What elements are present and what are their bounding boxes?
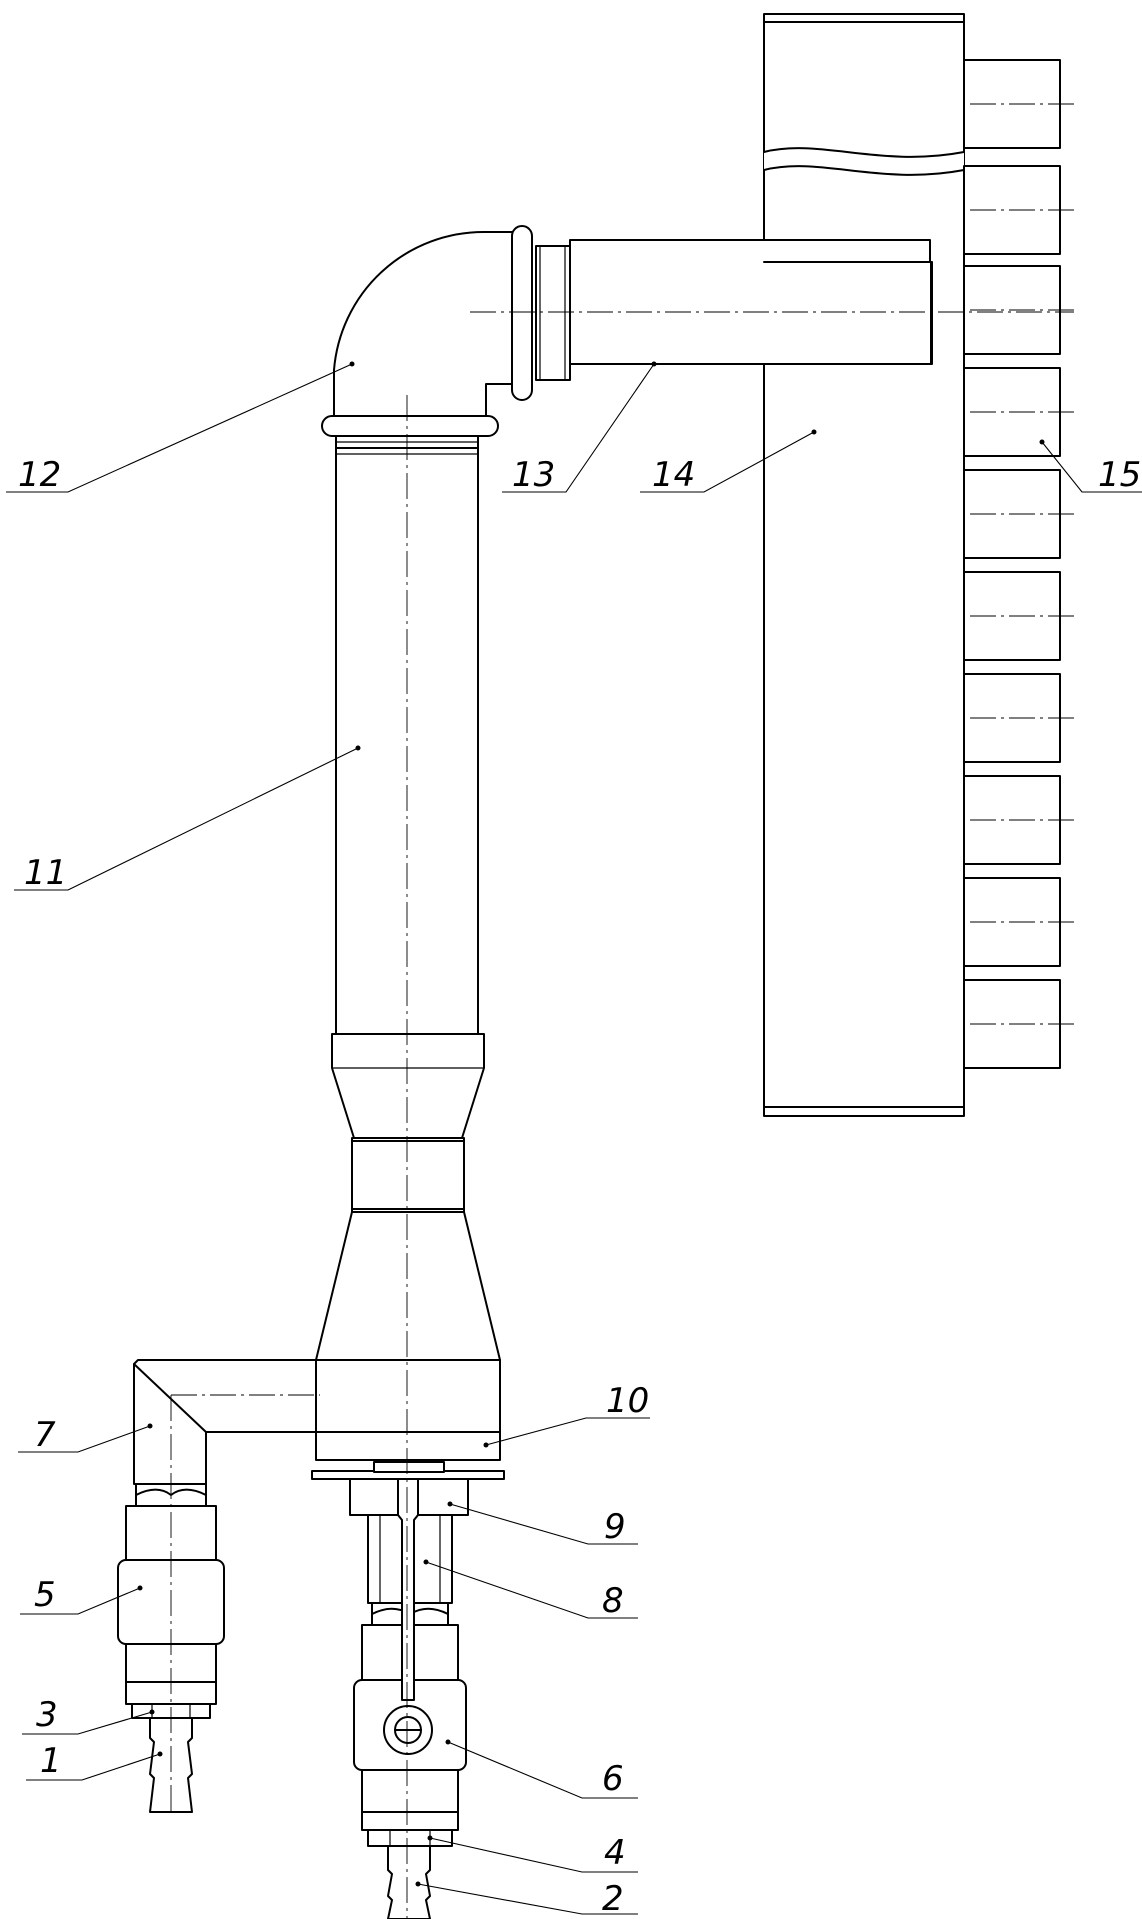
reducer-lower (315, 1211, 501, 1361)
callout-9: 9 (447, 1501, 638, 1547)
callout-6: 6 (445, 1739, 638, 1799)
callout-number: 12 (18, 455, 61, 495)
pipe-elbow (321, 225, 533, 437)
center-lines (170, 311, 1074, 1919)
callouts: 12 13 14 15 11 10 7 (6, 361, 1142, 1919)
callout-number: 9 (604, 1507, 626, 1547)
callout-14: 14 (640, 429, 817, 495)
callout-15: 15 (1039, 439, 1142, 495)
right-hose-barb (387, 1845, 431, 1919)
inlet-tee-pipe (535, 239, 933, 381)
callout-5: 5 (20, 1575, 143, 1615)
outlet-nozzles (963, 59, 1076, 1069)
callout-7: 7 (18, 1415, 153, 1455)
callout-2: 2 (415, 1879, 638, 1919)
callout-4: 4 (427, 1833, 638, 1873)
side-branch-pipe (133, 1359, 317, 1485)
callout-number: 10 (606, 1381, 649, 1421)
callout-10: 10 (483, 1381, 650, 1448)
callout-number: 15 (1098, 455, 1141, 495)
callout-number: 5 (34, 1575, 56, 1615)
manifold-body (763, 13, 965, 1117)
callout-8: 8 (423, 1559, 638, 1621)
right-ball-valve (353, 1478, 467, 1831)
callout-number: 6 (602, 1759, 624, 1799)
callout-number: 2 (602, 1879, 624, 1919)
callout-number: 3 (36, 1695, 58, 1735)
reducer-upper (331, 1033, 485, 1139)
callout-number: 4 (604, 1833, 626, 1873)
callout-1: 1 (26, 1741, 163, 1781)
callout-number: 7 (34, 1415, 56, 1455)
coupling-ring (351, 1137, 465, 1213)
right-nut (367, 1829, 453, 1847)
callout-number: 11 (24, 853, 67, 893)
base-collar (311, 1359, 505, 1480)
callout-number: 1 (40, 1741, 62, 1781)
callout-number: 8 (602, 1581, 624, 1621)
callout-number: 13 (512, 455, 555, 495)
callout-3: 3 (22, 1695, 155, 1735)
callout-11: 11 (14, 745, 361, 893)
callout-number: 14 (652, 455, 695, 495)
callout-12: 12 (6, 361, 355, 495)
callout-13: 13 (502, 361, 657, 495)
